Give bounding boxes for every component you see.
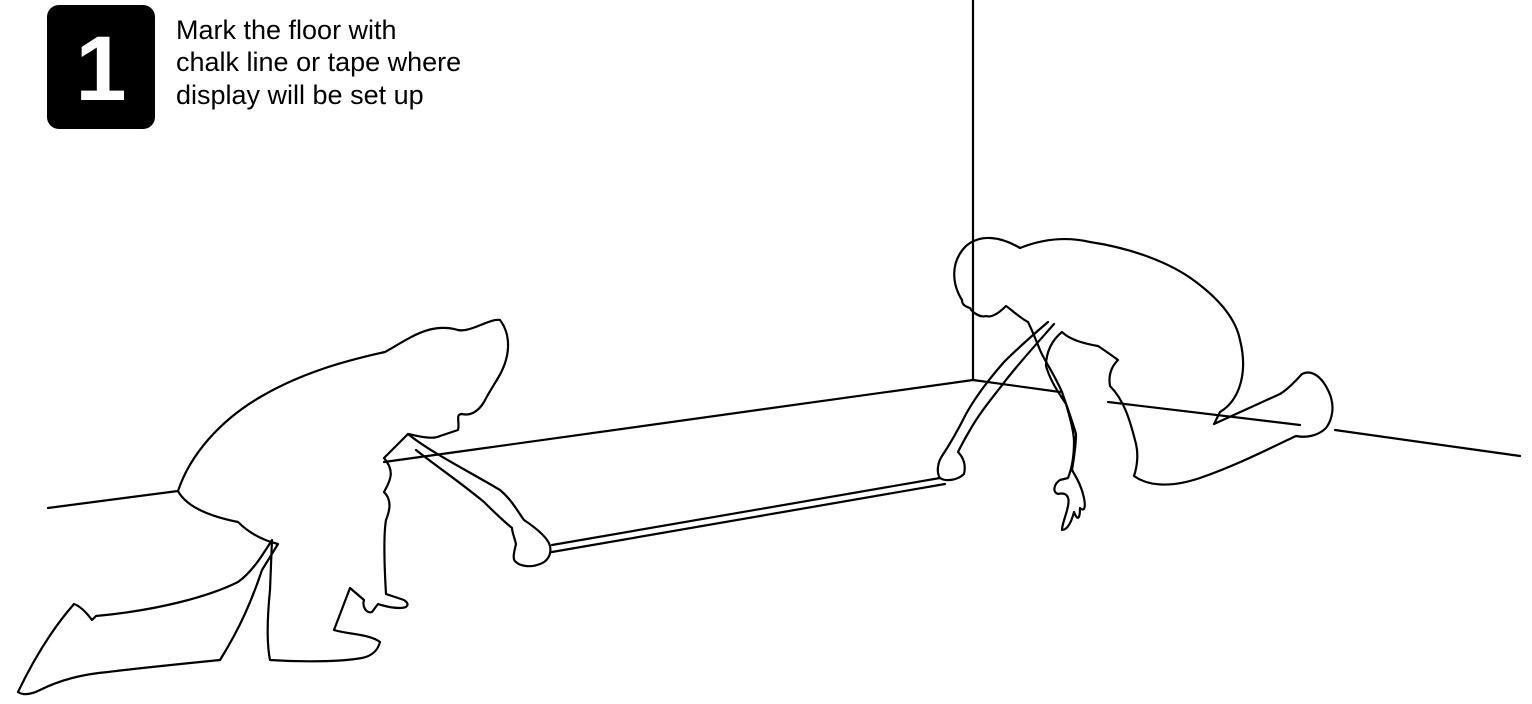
- left-person-arm: [408, 434, 550, 566]
- right-person-silhouette: [954, 238, 1332, 530]
- left-person-silhouette: [18, 320, 508, 694]
- measuring-tape: [552, 478, 945, 552]
- right-floor-line: [973, 380, 1520, 456]
- right-person-arm: [938, 322, 1054, 480]
- left-floor-line: [48, 380, 973, 508]
